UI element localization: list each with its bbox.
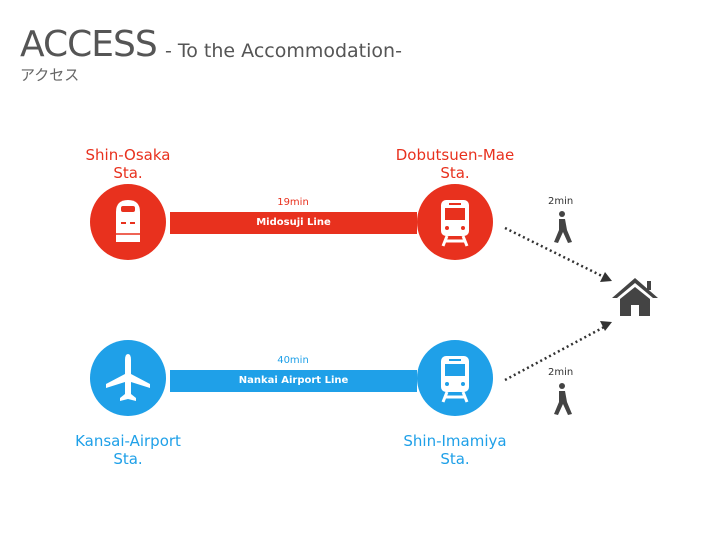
walk-path-2 bbox=[504, 324, 607, 382]
walk-time: 2min bbox=[548, 367, 574, 378]
page-title-kana: アクセス bbox=[20, 66, 80, 84]
page-subtitle: - To the Accommodation- bbox=[165, 40, 402, 62]
walker-icon bbox=[554, 383, 572, 415]
walk-time: 2min bbox=[548, 196, 574, 207]
walk-path-1 bbox=[504, 226, 607, 280]
train-icon bbox=[417, 340, 493, 416]
house-icon bbox=[612, 278, 658, 316]
train-icon bbox=[417, 184, 493, 260]
travel-time: 19min bbox=[277, 197, 309, 208]
travel-time: 40min bbox=[277, 355, 309, 366]
midosuji-line-bar: Midosuji Line bbox=[170, 212, 417, 234]
walker-icon bbox=[554, 211, 572, 243]
page-title: ACCESS bbox=[20, 24, 158, 65]
airplane-icon bbox=[90, 340, 166, 416]
bullet-train-icon bbox=[90, 184, 166, 260]
nankai-airport-line-bar: Nankai Airport Line bbox=[170, 370, 417, 392]
